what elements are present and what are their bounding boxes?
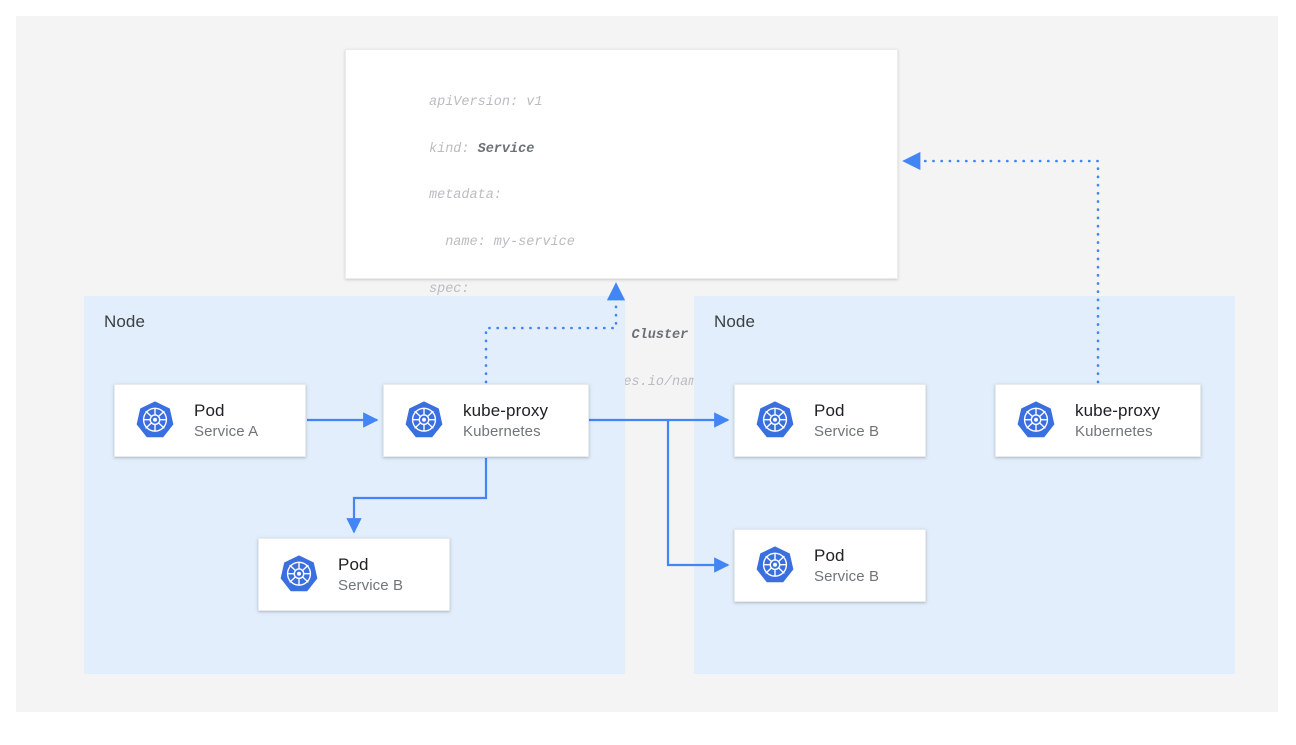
entity-title: Pod — [338, 554, 369, 574]
entity-title: Pod — [814, 545, 845, 565]
entity-card-kube-proxy-right[interactable]: kube-proxy Kubernetes — [995, 384, 1201, 457]
kubernetes-logo-icon — [756, 400, 794, 437]
entity-subtitle: Service B — [814, 567, 880, 585]
yaml-line: spec: — [429, 281, 470, 297]
entity-title: Pod — [194, 400, 225, 420]
entity-text: Pod Service B — [814, 400, 879, 442]
entity-text: kube-proxy Kubernetes — [463, 400, 548, 442]
entity-title: Pod — [814, 400, 845, 420]
kubernetes-logo-icon — [136, 400, 174, 437]
kubernetes-logo-icon — [405, 400, 443, 437]
yaml-line: name: my-service — [429, 235, 575, 251]
entity-card-pod-b-left[interactable]: Pod Service B — [258, 538, 450, 611]
entity-card-pod-b-top[interactable]: Pod Service B — [734, 384, 926, 457]
kubernetes-logo-icon — [1017, 400, 1055, 437]
entity-card-kube-proxy-left[interactable]: kube-proxy Kubernetes — [383, 384, 589, 457]
entity-card-pod-b-bottom[interactable]: Pod Service B — [734, 529, 926, 602]
entity-title: kube-proxy — [1075, 400, 1161, 420]
entity-subtitle: Service A — [194, 422, 259, 440]
entity-subtitle: Service B — [814, 422, 880, 440]
yaml-line: apiVersion: v1 — [429, 95, 543, 111]
node-panel-right: Node — [694, 296, 1235, 674]
entity-subtitle: Kubernetes — [1075, 422, 1153, 440]
entity-subtitle: Kubernetes — [463, 422, 541, 440]
yaml-line-text: kind: — [429, 141, 478, 157]
entity-text: kube-proxy Kubernetes — [1075, 400, 1160, 442]
entity-card-pod-a[interactable]: Pod Service A — [114, 384, 306, 457]
yaml-line: kind: Service — [429, 138, 761, 161]
kubernetes-logo-icon — [280, 554, 318, 591]
kubernetes-logo-icon — [756, 545, 794, 582]
yaml-line-emphasis: Service — [477, 141, 535, 157]
yaml-line: metadata: — [429, 188, 502, 204]
service-manifest-card: apiVersion: v1 kind: Service metadata: n… — [345, 49, 898, 576]
entity-subtitle: Service B — [338, 576, 404, 594]
entity-title: kube-proxy — [463, 400, 549, 420]
entity-text: Pod Service B — [814, 545, 879, 587]
diagram-canvas: apiVersion: v1 kind: Service metadata: n… — [16, 16, 1278, 712]
node-label: Node — [714, 312, 756, 331]
entity-text: Pod Service A — [194, 400, 258, 442]
node-panel-left: Node — [84, 296, 625, 674]
node-label: Node — [104, 312, 146, 331]
entity-text: Pod Service B — [338, 554, 403, 596]
diagram-stage: apiVersion: v1 kind: Service metadata: n… — [16, 16, 1278, 712]
